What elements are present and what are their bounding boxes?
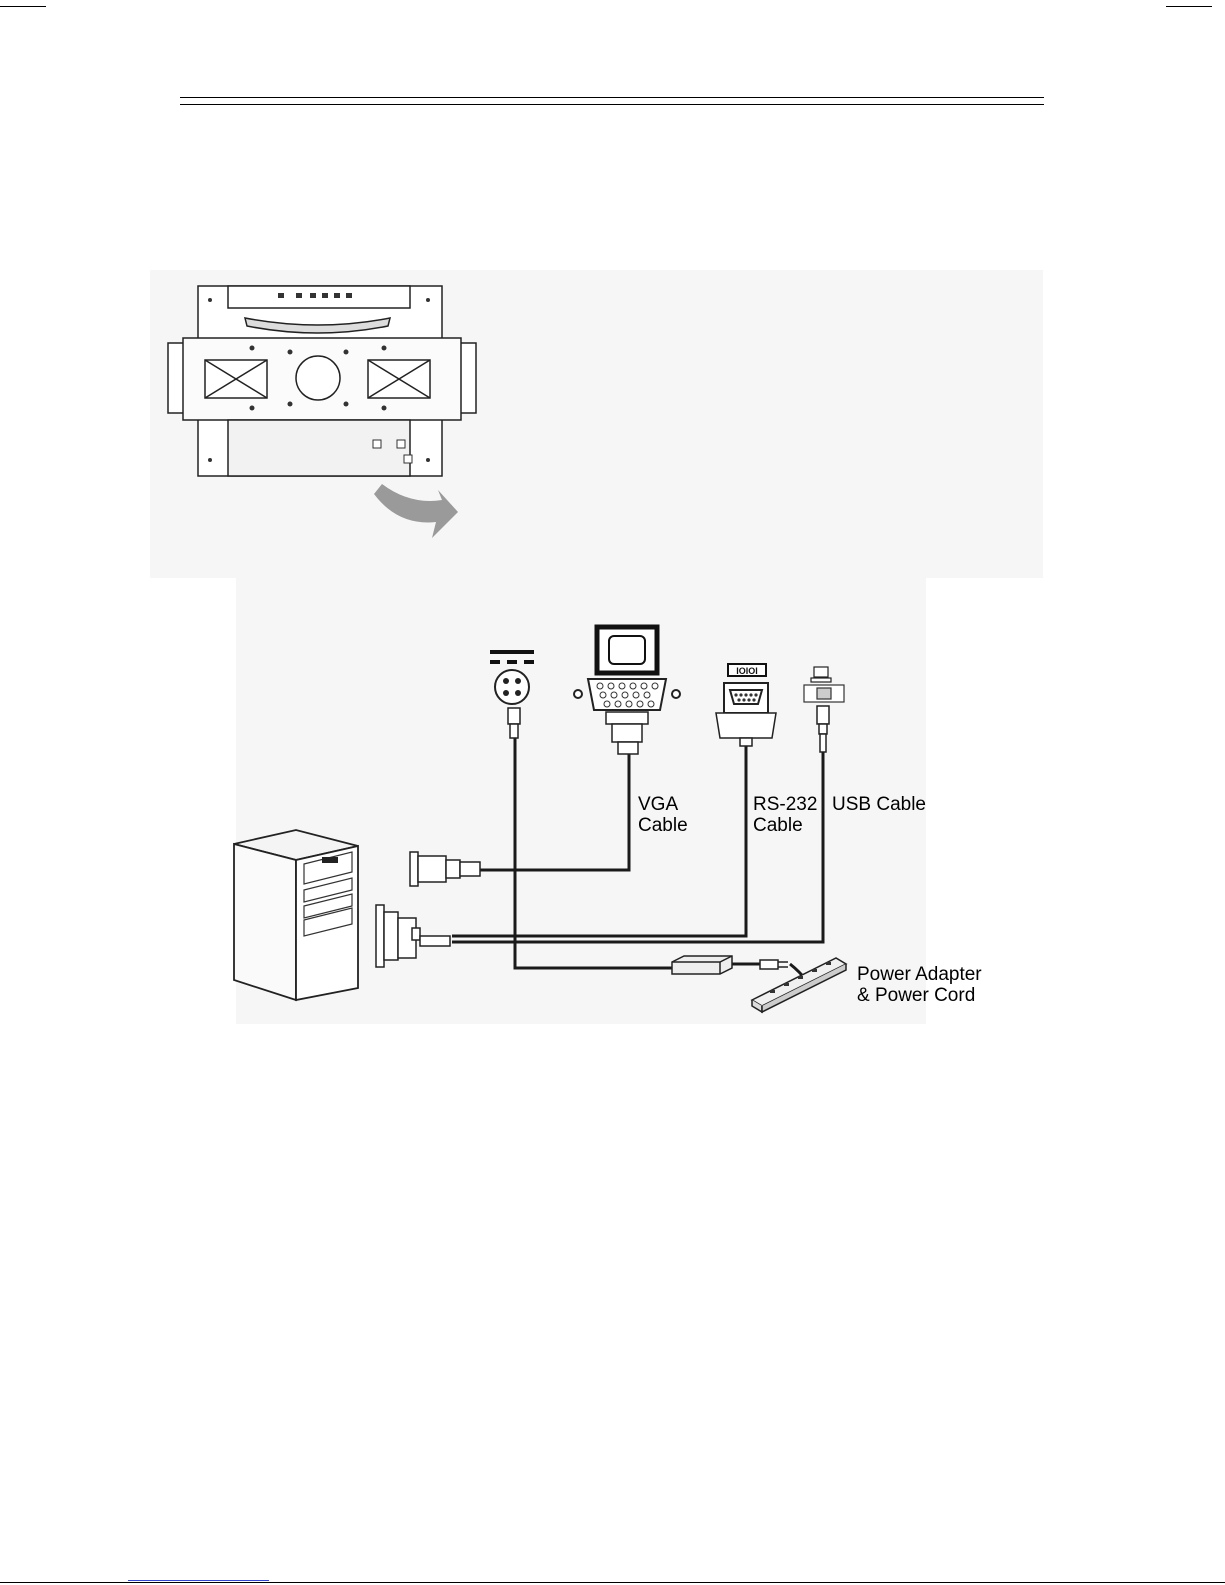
- pc-vga-plug: [410, 852, 480, 886]
- pc-rear-plate: [376, 905, 450, 967]
- rs232-icon-text: IOIOI: [736, 666, 758, 676]
- usb-plug: [817, 706, 829, 752]
- usb-port: [804, 685, 844, 702]
- dc-power-plug: [508, 708, 520, 738]
- usb-cable-label: USB Cable: [832, 794, 926, 815]
- monitor-rear-view: [168, 286, 476, 476]
- footer-rule: [0, 1582, 1225, 1583]
- vga-monitor-icon: [597, 627, 657, 673]
- vga-plug: [606, 712, 648, 754]
- usb-computer-icon: [811, 667, 831, 682]
- rs232-icon: IOIOI: [728, 664, 766, 676]
- rs232-cable-label: RS-232 Cable: [753, 794, 817, 836]
- power-cable-line: [515, 738, 672, 968]
- rs232-port: [724, 683, 768, 713]
- dc-power-port: [495, 670, 529, 704]
- rs232-cable-line: [452, 744, 746, 936]
- rs232-plug: [716, 713, 776, 746]
- usb-cable-line: [452, 752, 823, 942]
- power-adapter-icon: [672, 956, 732, 974]
- footer-link-underline[interactable]: [128, 1580, 269, 1581]
- curved-arrow-icon: [374, 484, 458, 538]
- cables: [452, 738, 823, 980]
- dc-power-icon: [490, 650, 534, 664]
- vga-cable-label: VGA Cable: [638, 794, 688, 836]
- power-adapter-label: Power Adapter & Power Cord: [857, 964, 982, 1006]
- vga-cable-line: [480, 750, 629, 870]
- power-plug-icon: [760, 960, 788, 969]
